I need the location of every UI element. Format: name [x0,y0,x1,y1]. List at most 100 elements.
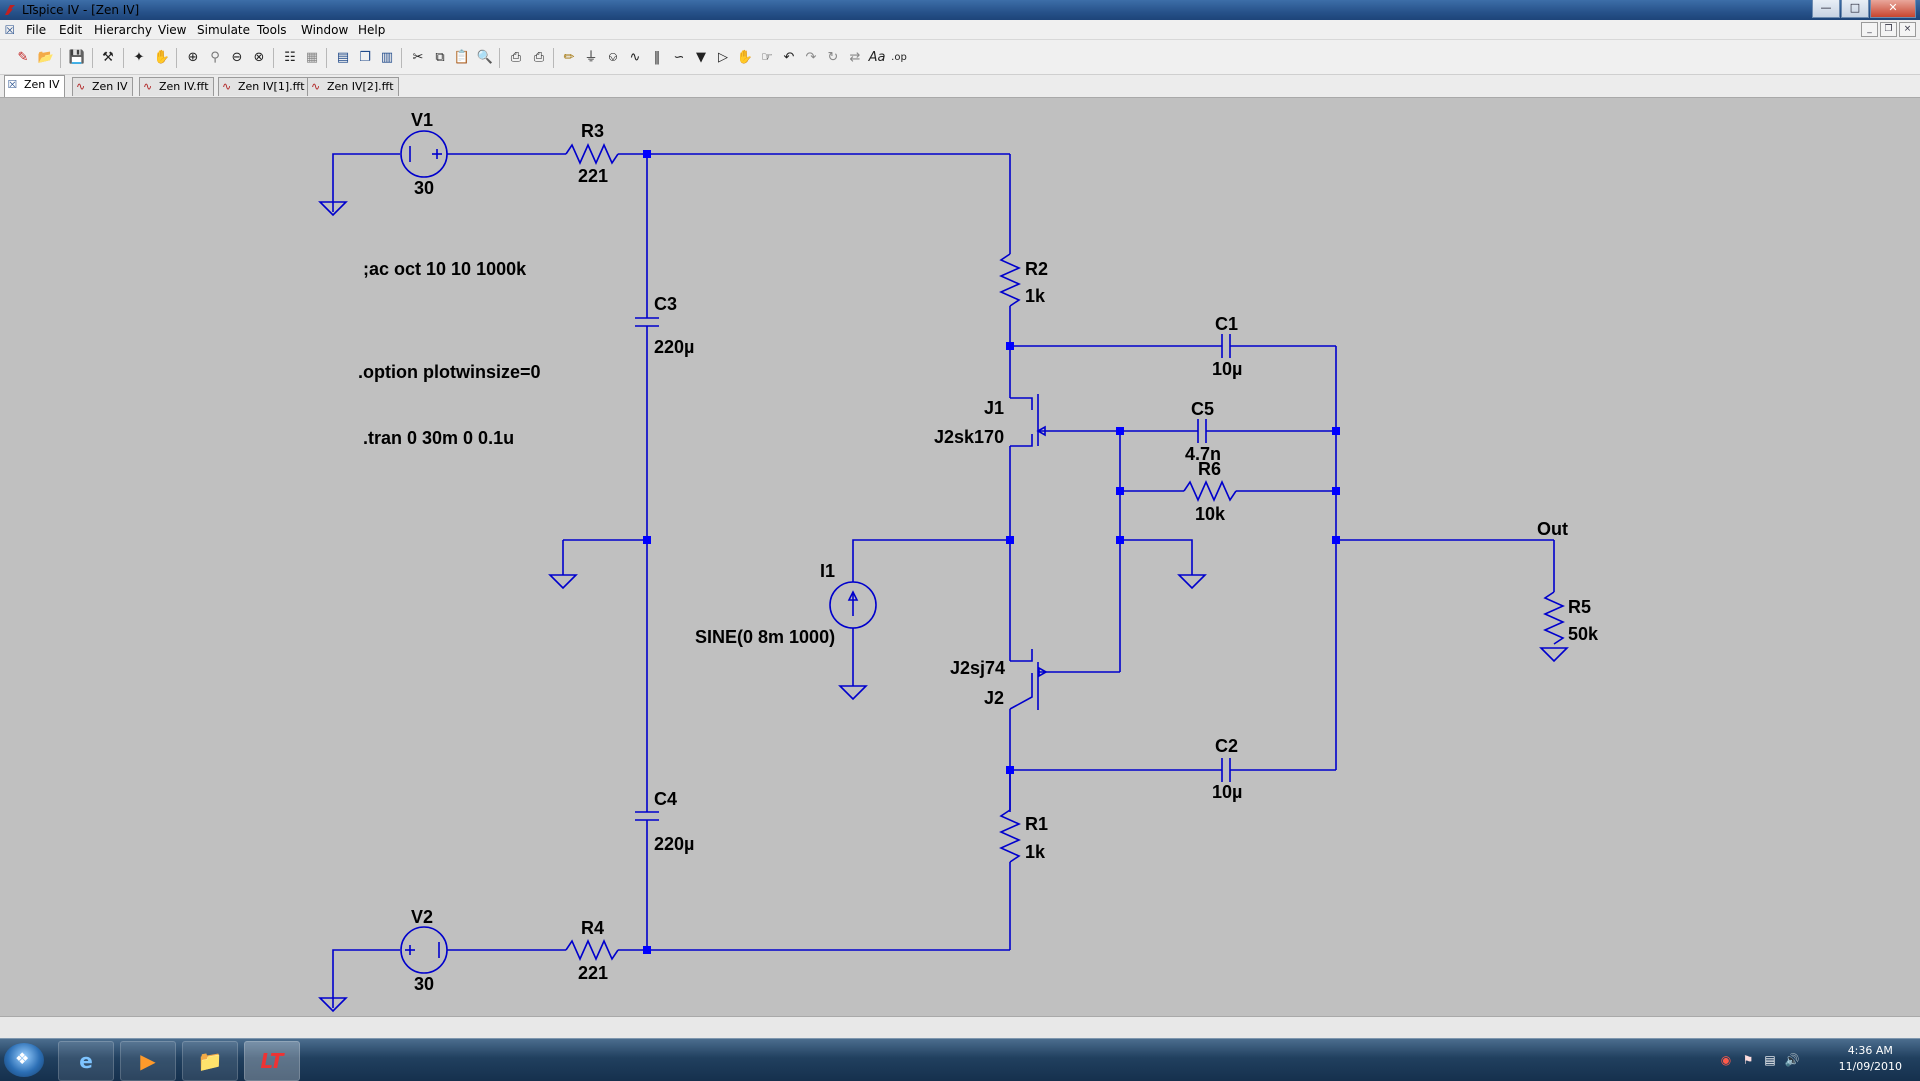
tran-directive[interactable]: .tran 0 30m 0 0.1u [363,428,514,448]
text-icon[interactable]: Aa [868,50,886,65]
zoom-fit-icon[interactable]: ⊗ [253,50,265,65]
print-preview-icon[interactable]: ⎙ [510,50,522,65]
pan-icon[interactable]: ⚲ [210,50,220,65]
j2-name-label[interactable]: J2 [984,688,1004,708]
menu-view[interactable]: View [158,23,187,37]
ground-icon[interactable]: ⏚ [584,50,598,65]
wire[interactable] [1120,539,1193,575]
menu-tools[interactable]: Tools [257,23,287,37]
doc-restore-button[interactable]: ❐ [1880,22,1897,37]
label-net-icon[interactable]: ⎉ [607,50,619,65]
start-button[interactable]: ❖ [4,1043,44,1077]
rotate-icon[interactable]: ↻ [827,50,839,65]
r2-name-label[interactable]: R2 [1025,259,1048,279]
zoom-out-icon[interactable]: ⊖ [231,50,243,65]
tab-zen-iv-2-fft[interactable]: ∿Zen IV[2].fft [307,77,399,96]
v2-value-label[interactable]: 30 [414,974,434,994]
paste-icon[interactable]: 📋 [453,50,471,65]
menu-hierarchy[interactable]: Hierarchy [94,23,153,37]
r1-resistor-symbol[interactable] [999,809,1021,863]
undo-icon[interactable]: ↶ [783,50,795,65]
run-icon[interactable]: ✦ [133,50,145,65]
i1-name-label[interactable]: I1 [820,561,835,581]
schematic-canvas[interactable]: V1 30 R3 221 C3 220µ C4 220µ V2 30 R4 22… [0,98,1920,1016]
j1-name-label[interactable]: J1 [984,398,1004,418]
c1-value-label[interactable]: 10µ [1212,359,1242,379]
schematic-menu-icon[interactable]: ⮽ [5,23,15,37]
copy-icon[interactable]: ⧉ [435,50,445,65]
tray-app-icon[interactable]: ◉ [1720,1053,1732,1067]
taskbar-ltspice[interactable]: LT [244,1041,300,1081]
maximize-button[interactable]: □ [1841,0,1869,18]
volume-icon[interactable]: 🔊 [1784,1053,1800,1067]
tab-zen-iv-schematic[interactable]: ⮽Zen IV [4,75,65,97]
move-icon[interactable]: ✋ [736,50,754,65]
menu-edit[interactable]: Edit [59,23,83,37]
r1-value-label[interactable]: 1k [1025,842,1046,862]
grid-icon[interactable]: ▦ [305,50,319,65]
draw-wire-icon[interactable]: ✏ [563,50,575,65]
j2-model-label[interactable]: J2sj74 [950,658,1005,678]
r4-resistor-symbol[interactable] [565,939,619,961]
taskbar-internet-explorer[interactable]: e [58,1041,114,1081]
tab-zen-iv-fft[interactable]: ∿Zen IV.fft [139,77,214,96]
c2-name-label[interactable]: C2 [1215,736,1238,756]
c3-name-label[interactable]: C3 [654,294,677,314]
print-icon[interactable]: ⎙ [533,50,545,65]
j1-model-label[interactable]: J2sk170 [934,427,1004,447]
r2-resistor-symbol[interactable] [999,253,1021,307]
mirror-icon[interactable]: ⇄ [849,50,861,65]
r2-value-label[interactable]: 1k [1025,286,1046,306]
network-icon[interactable]: ▤ [1764,1053,1776,1067]
menu-simulate[interactable]: Simulate [197,23,251,37]
tab-zen-iv-waveform[interactable]: ∿Zen IV [72,77,133,96]
option-directive[interactable]: .option plotwinsize=0 [358,362,541,382]
r4-name-label[interactable]: R4 [581,918,604,938]
v1-value-label[interactable]: 30 [414,178,434,198]
taskbar-explorer[interactable]: 📁 [182,1041,238,1081]
wire[interactable] [332,949,400,1008]
c5-value-label[interactable]: 4.7n [1185,444,1221,464]
component-icon[interactable]: ▷ [718,50,728,65]
r5-resistor-symbol[interactable] [1543,591,1565,645]
r5-name-label[interactable]: R5 [1568,597,1591,617]
menu-window[interactable]: Window [301,23,349,37]
close-button[interactable]: ✕ [1870,0,1916,18]
redo-icon[interactable]: ↷ [805,50,817,65]
v2-name-label[interactable]: V2 [411,907,433,927]
capacitor-icon[interactable]: ‖ [653,50,661,65]
new-schematic-icon[interactable]: ✎ [17,50,29,65]
drag-icon[interactable]: ☞ [761,50,773,65]
clock[interactable]: 4:36 AM 11/09/2010 [1839,1043,1902,1075]
tile-horizontal-icon[interactable]: ▤ [336,50,350,65]
r3-value-label[interactable]: 221 [578,166,608,186]
taskbar-media-player[interactable]: ▶ [120,1041,176,1081]
r6-resistor-symbol[interactable] [1183,480,1237,502]
zoom-in-icon[interactable]: ⊕ [187,50,199,65]
menu-file[interactable]: File [26,23,47,37]
resistor-icon[interactable]: ∿ [629,50,641,65]
diode-icon[interactable]: ▼ [696,50,706,65]
c4-value-label[interactable]: 220µ [654,834,694,854]
title-bar[interactable]: LTspice IV - [Zen IV] — □ ✕ [0,0,1920,20]
r6-value-label[interactable]: 10k [1195,504,1226,524]
doc-close-button[interactable]: × [1899,22,1916,37]
halt-icon[interactable]: ✋ [153,50,171,65]
r5-value-label[interactable]: 50k [1568,624,1599,644]
r4-value-label[interactable]: 221 [578,963,608,983]
j2-jfet-symbol[interactable] [1010,649,1033,662]
r6-name-label[interactable]: R6 [1198,459,1221,479]
c5-name-label[interactable]: C5 [1191,399,1214,419]
action-center-flag-icon[interactable]: ⚑ [1742,1053,1754,1067]
c2-value-label[interactable]: 10µ [1212,782,1242,802]
control-panel-icon[interactable]: ⚒ [102,50,114,65]
autorange-icon[interactable]: ☷ [284,50,296,65]
find-icon[interactable]: 🔍 [476,50,494,65]
c1-name-label[interactable]: C1 [1215,314,1238,334]
cascade-icon[interactable]: ❐ [359,50,371,65]
r1-name-label[interactable]: R1 [1025,814,1048,834]
v1-name-label[interactable]: V1 [411,110,433,130]
cut-icon[interactable]: ✂ [412,50,424,65]
r3-name-label[interactable]: R3 [581,121,604,141]
tile-vertical-icon[interactable]: ▥ [380,50,394,65]
